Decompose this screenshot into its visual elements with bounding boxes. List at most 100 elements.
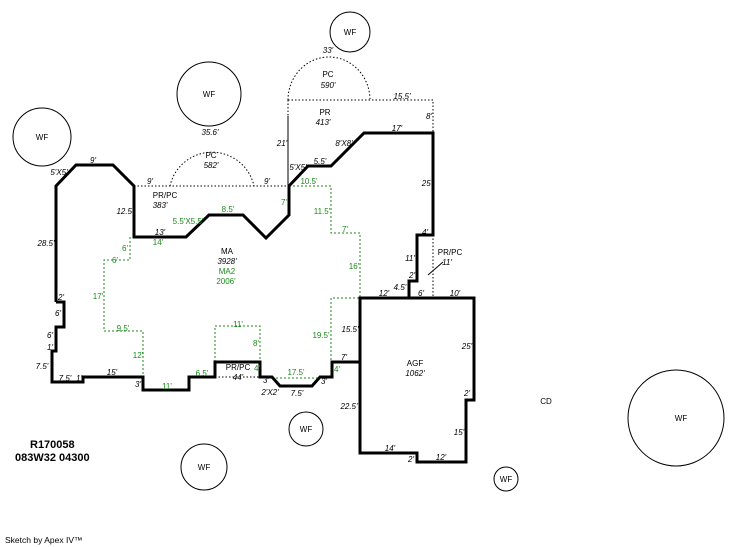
pc-top-arc — [287, 56, 371, 101]
dim: 5.5' — [314, 157, 327, 166]
dim: 4' — [254, 364, 260, 373]
dim: 12' — [379, 289, 390, 298]
tree-circle — [288, 411, 324, 447]
dim: 6.5' — [196, 369, 209, 378]
dim: 17' — [93, 292, 104, 301]
dim: 22.5' — [339, 402, 358, 411]
tree-circle — [493, 466, 519, 492]
agf-wall — [358, 296, 476, 464]
dim: 21' — [276, 139, 288, 148]
ma-code: MA — [221, 247, 234, 256]
prpc-bottom-area: 44' — [233, 373, 244, 382]
tree-label: WF — [344, 28, 357, 37]
dim: 15' — [454, 428, 465, 437]
dim: 8'X8' — [335, 139, 353, 148]
tree-circle — [329, 11, 371, 53]
pr-code: PR — [319, 108, 330, 117]
dim: 6' — [122, 244, 128, 253]
dim: 8.5' — [222, 205, 235, 214]
parcel-map-number: 083W32 04300 — [15, 452, 90, 464]
tree-label: WF — [36, 133, 49, 142]
dim: 19.5' — [312, 331, 330, 340]
dim: 15.5' — [393, 92, 411, 101]
dim: 33' — [323, 46, 334, 55]
dim: 2' — [463, 389, 470, 398]
cd-label: CD — [540, 397, 552, 406]
dim: 25' — [421, 179, 433, 188]
dim: 9' — [264, 177, 270, 186]
pc-top-area: 590' — [321, 81, 336, 90]
agf-code: AGF — [407, 359, 424, 368]
dim: 10.5' — [300, 177, 318, 186]
main-wall-lower — [50, 300, 360, 392]
walls — [50, 131, 476, 464]
dim: 16' — [349, 262, 360, 271]
dim: 6' — [47, 331, 53, 340]
dim: 25' — [461, 342, 473, 351]
dim: 28.5' — [36, 239, 55, 248]
dim: 12' — [133, 351, 144, 360]
dim: 1' — [47, 343, 53, 352]
dim: 15.5' — [341, 325, 359, 334]
prpc-right-code: PR/PC — [438, 248, 463, 257]
prpc-left-code: PR/PC — [153, 191, 178, 200]
dim: 35.6' — [201, 128, 219, 137]
dim: 9.5' — [117, 324, 130, 333]
ma2-outline — [103, 185, 361, 379]
dim: 13' — [155, 228, 166, 237]
agf-area: 1062' — [405, 369, 425, 378]
dim: 5'X5' — [289, 163, 307, 172]
dim: 9' — [147, 177, 153, 186]
dim: 14' — [153, 238, 164, 247]
tree-label: WF — [300, 425, 313, 434]
main-wall-upper — [54, 131, 435, 302]
dim: 2'X2' — [260, 388, 279, 397]
pr-area: 413' — [316, 118, 331, 127]
dim: 11' — [162, 382, 172, 391]
dim: 14' — [385, 444, 396, 453]
parcel-id: R170058 — [30, 439, 75, 451]
porch-outlines — [134, 56, 444, 378]
ma2-area: 2006' — [216, 277, 236, 286]
trees: WF WF WF WF WF WF WF — [12, 11, 725, 492]
dim: 9' — [90, 156, 96, 165]
dim: 4' — [422, 228, 428, 237]
prpc-bottom-code: PR/PC — [226, 363, 251, 372]
dim: 11.5' — [314, 207, 331, 216]
dim: 6' — [418, 289, 424, 298]
pr-dotted-outline — [288, 99, 434, 133]
prpc-left-area: 383' — [153, 201, 168, 210]
dim: 3' — [135, 380, 141, 389]
dim: 17.5' — [287, 368, 305, 377]
dim: 15' — [107, 368, 118, 377]
dim: 6' — [55, 309, 61, 318]
tree-circle — [627, 369, 725, 467]
tree-circle — [176, 61, 242, 127]
dim: 7.5' — [291, 389, 304, 398]
footer-credit: Sketch by Apex IV™ — [5, 535, 82, 545]
dim: 3' — [263, 376, 269, 385]
dim: 17' — [392, 124, 403, 133]
tree-circle — [180, 443, 228, 491]
prpc-right-area: 11' — [442, 258, 452, 267]
dim: 10' — [450, 289, 461, 298]
pc-left-area: 582' — [204, 161, 219, 170]
dim: 5.5'X5.5' — [173, 217, 204, 226]
dim: 2' — [407, 455, 414, 464]
dim: 11' — [233, 320, 243, 329]
dim: 7' — [341, 353, 347, 362]
dim: 2' — [57, 293, 64, 302]
tree-label: WF — [500, 475, 513, 484]
dim: 7.5' — [59, 374, 72, 383]
dim: 5'X5' — [50, 168, 68, 177]
ma2-dimension-labels: 10.5' 7' 11.5' 7' 16' 5.5'X5.5' 8.5' 14'… — [93, 177, 360, 391]
dim: 8' — [426, 112, 432, 121]
ma2-left-edge — [103, 237, 144, 377]
dim: 12.5' — [116, 207, 134, 216]
dim: 6' — [112, 256, 118, 265]
pc-top-code: PC — [322, 70, 333, 79]
area-labels: MA 3928' MA2 2006' PC 582' PC 590' PR 41… — [153, 70, 552, 406]
ma2-code: MA2 — [219, 267, 236, 276]
dim: 2' — [408, 271, 415, 280]
